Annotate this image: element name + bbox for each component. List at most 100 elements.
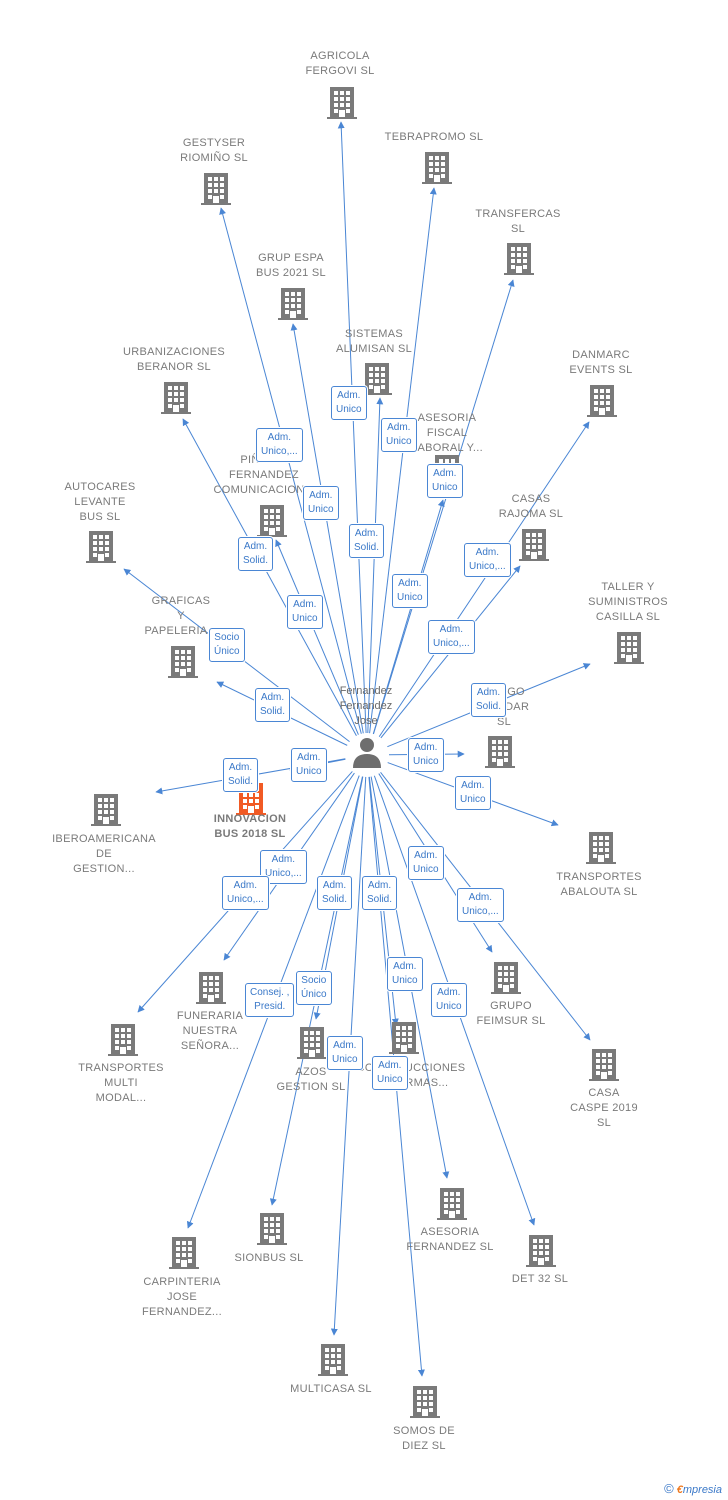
company-name-tebrapromo[interactable]: TEBRAPROMO SL — [384, 131, 484, 143]
building-icon[interactable] — [614, 632, 644, 664]
role-badge[interactable]: Adm. Solid. — [471, 683, 507, 717]
building-icon[interactable] — [168, 646, 198, 678]
company-name-iberoamericana[interactable]: IBEROAMERICANA DE GESTION... — [52, 833, 156, 875]
building-icon[interactable] — [437, 1188, 467, 1220]
building-icon[interactable] — [108, 1024, 138, 1056]
role-badge[interactable]: Adm. Unico,... — [222, 876, 269, 910]
role-badge[interactable]: Adm. Solid. — [223, 758, 259, 792]
person-name[interactable]: Fernandez Fernandez Jose — [339, 685, 393, 727]
building-icon[interactable] — [161, 382, 191, 414]
role-badge[interactable]: Adm. Unico — [427, 464, 463, 498]
role-badge[interactable]: Adm. Unico — [392, 574, 428, 608]
role-badge[interactable]: Consej. , Presid. — [245, 983, 295, 1017]
building-icon[interactable] — [196, 972, 226, 1004]
building-icon[interactable] — [422, 152, 452, 184]
company-name-danmarc[interactable]: DANMARC EVENTS SL — [569, 349, 633, 376]
company-name-somos[interactable]: SOMOS DE DIEZ SL — [393, 1425, 455, 1452]
building-icon[interactable] — [485, 736, 515, 768]
role-badge[interactable]: Adm. Unico — [408, 738, 444, 772]
building-icon[interactable] — [257, 1213, 287, 1245]
role-badge[interactable]: Adm. Unico — [455, 776, 491, 810]
building-icon[interactable] — [201, 173, 231, 205]
role-badge[interactable]: Adm. Unico,... — [256, 428, 303, 462]
building-icon[interactable] — [91, 794, 121, 826]
company-name-feimsur[interactable]: GRUPO FEIMSUR SL — [476, 1000, 546, 1027]
building-icon[interactable] — [586, 832, 616, 864]
company-name-grupespa[interactable]: GRUP ESPA BUS 2021 SL — [256, 252, 326, 279]
company-name-det32[interactable]: DET 32 SL — [511, 1273, 569, 1285]
edge-grupespa — [290, 323, 364, 734]
role-badge[interactable]: Adm. Solid. — [349, 524, 385, 558]
company-name-funeraria[interactable]: FUNERARIA NUESTRA SEÑORA... — [176, 1010, 244, 1052]
copyright-icon: © — [664, 1481, 674, 1496]
role-badge[interactable]: Adm. Unico,... — [464, 543, 511, 577]
role-badge[interactable]: Adm. Unico — [372, 1056, 408, 1090]
company-name-transfercas[interactable]: TRANSFERCAS SL — [475, 208, 561, 235]
role-badge[interactable]: Adm. Unico — [291, 748, 327, 782]
building-icon[interactable] — [389, 1022, 419, 1054]
role-badge[interactable]: Socio Único — [209, 628, 245, 662]
edge-urbanizaciones — [182, 418, 357, 736]
building-icon[interactable] — [169, 1237, 199, 1269]
edge-danmarc — [378, 421, 590, 737]
company-name-abalouta[interactable]: TRANSPORTES ABALOUTA SL — [556, 871, 642, 898]
building-icon[interactable] — [589, 1049, 619, 1081]
company-name-carpinteria[interactable]: CARPINTERIA JOSE FERNANDEZ... — [142, 1276, 222, 1318]
company-name-sionbus[interactable]: SIONBUS SL — [234, 1252, 304, 1264]
role-badge[interactable]: Adm. Unico — [303, 486, 339, 520]
building-icon[interactable] — [491, 962, 521, 994]
company-name-asesoriafer[interactable]: ASESORIA FERNANDEZ SL — [406, 1226, 494, 1253]
company-name-multimodal[interactable]: TRANSPORTES MULTI MODAL... — [78, 1062, 164, 1104]
company-name-multicasa[interactable]: MULTICASA SL — [290, 1383, 372, 1395]
company-name-sistemas[interactable]: SISTEMAS ALUMISAN SL — [335, 328, 413, 355]
company-name-gestyser[interactable]: GESTYSER RIOMIÑO SL — [180, 137, 248, 164]
building-icon[interactable] — [519, 529, 549, 561]
role-badge[interactable]: Adm. Unico — [381, 418, 417, 452]
building-icon[interactable] — [278, 288, 308, 320]
company-name-azos[interactable]: AZOS GESTION SL — [276, 1066, 346, 1093]
focus-company-name[interactable]: INNOVACION BUS 2018 SL — [213, 813, 287, 840]
brand-footer[interactable]: © €mpresia — [664, 1481, 722, 1496]
building-icon[interactable] — [318, 1344, 348, 1376]
company-name-casas[interactable]: CASAS RAJOMA SL — [498, 493, 564, 520]
buildings — [86, 87, 644, 1418]
role-badge[interactable]: Adm. Unico — [327, 1036, 363, 1070]
role-badge[interactable]: Adm. Solid. — [362, 876, 398, 910]
edge-sistemas — [367, 397, 384, 734]
edge-tebrapromo — [369, 187, 437, 734]
role-badge[interactable]: Adm. Unico — [387, 957, 423, 991]
role-badge[interactable]: Adm. Unico — [287, 595, 323, 629]
role-badge[interactable]: Adm. Unico — [331, 386, 367, 420]
company-name-autocares[interactable]: AUTOCARES LEVANTE BUS SL — [64, 481, 136, 523]
company-name-urbanizaciones[interactable]: URBANIZACIONES BERANOR SL — [123, 346, 225, 373]
building-icon[interactable] — [86, 531, 116, 563]
building-icon[interactable] — [504, 243, 534, 275]
company-name-reformas[interactable]: CONSTRUCCIONES REFORMAS... — [356, 1062, 466, 1089]
role-badge[interactable]: Adm. Unico — [408, 846, 444, 880]
brand-logo-icon: € — [676, 1484, 683, 1496]
company-name-agricola[interactable]: AGRICOLA FERGOVI SL — [305, 50, 375, 77]
building-icon[interactable] — [327, 87, 357, 119]
edge-agricola — [337, 121, 367, 734]
person-icon[interactable] — [353, 738, 381, 768]
role-badge[interactable]: Adm. Unico,... — [428, 620, 475, 654]
company-name-asesoriafiscal[interactable]: ASESORIA FISCAL LABORAL Y... — [411, 412, 483, 454]
role-badge[interactable]: Adm. Solid. — [238, 537, 274, 571]
building-icon[interactable] — [526, 1235, 556, 1267]
role-badge[interactable]: Adm. Unico,... — [457, 888, 504, 922]
building-icon[interactable] — [257, 505, 287, 537]
role-badge[interactable]: Adm. Solid. — [317, 876, 353, 910]
brand-name: mpresia — [682, 1484, 722, 1496]
company-name-graficas[interactable]: GRAFICAS Y PAPELERIA... — [144, 595, 218, 637]
company-name-taller[interactable]: TALLER Y SUMINISTROS CASILLA SL — [588, 581, 668, 623]
building-icon[interactable] — [410, 1386, 440, 1418]
building-icon[interactable] — [297, 1027, 327, 1059]
role-badge[interactable]: Socio Único — [296, 971, 332, 1005]
building-icon[interactable] — [587, 385, 617, 417]
role-badge[interactable]: Adm. Solid. — [255, 688, 291, 722]
edges — [123, 121, 591, 1377]
edge-asesoriafiscal — [372, 499, 445, 735]
role-badge[interactable]: Adm. Unico — [431, 983, 467, 1017]
company-name-caspe[interactable]: CASA CASPE 2019 SL — [570, 1087, 638, 1129]
